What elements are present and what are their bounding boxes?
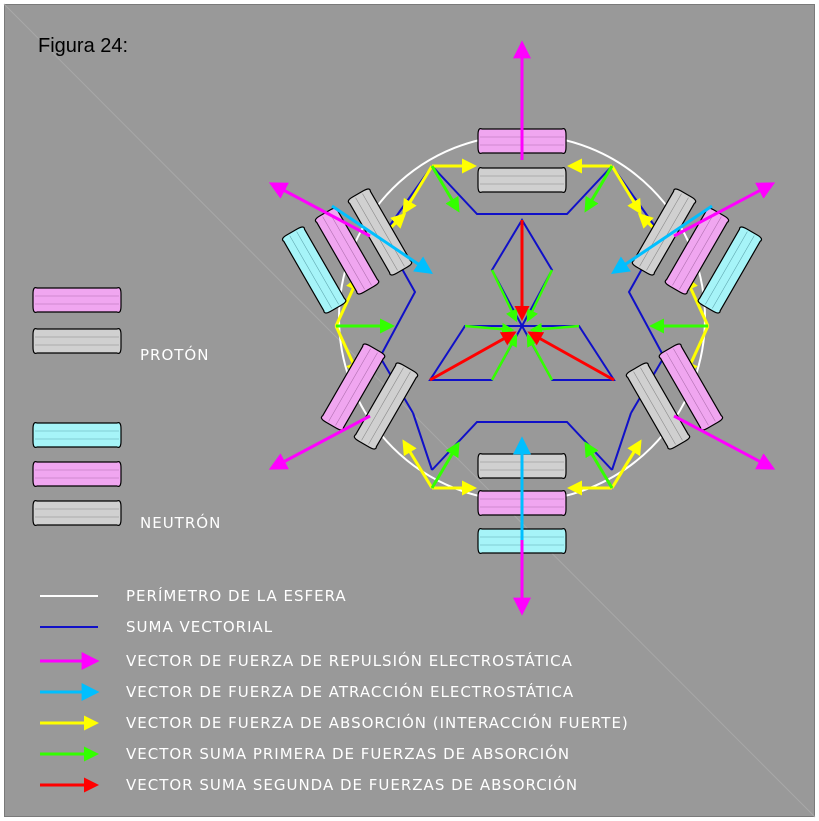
green-absorption-sum-vectors — [336, 165, 708, 489]
legend-item: VECTOR SUMA PRIMERA DE FUERZAS DE ABSORC… — [126, 744, 570, 763]
legend-item: VECTOR DE FUERZA DE REPULSIÓN ELECTROSTÁ… — [126, 651, 573, 670]
figure-title: Figura 24: — [38, 35, 128, 57]
nucleon-upper-right — [630, 187, 764, 315]
nucleon-upper-left — [280, 187, 414, 315]
central-rhombus-right — [520, 325, 616, 381]
vector-sum-edge — [611, 412, 632, 471]
vector-sum-top — [431, 165, 613, 215]
proton-label: PROTÓN — [140, 345, 209, 364]
red-vector — [527, 331, 615, 382]
green-vector — [490, 269, 518, 323]
red-vector — [429, 331, 517, 382]
legend-item: VECTOR DE FUERZA DE ATRACCIÓN ELECTROSTÁ… — [126, 682, 574, 701]
attraction-vectors — [331, 204, 713, 540]
legend-item: VECTOR SUMA SEGUNDA DE FUERZAS DE ABSORC… — [126, 775, 578, 794]
neutron-reference — [32, 422, 122, 527]
green-vector — [529, 322, 580, 336]
repulsion-vectors — [268, 40, 776, 616]
proton-reference — [32, 287, 122, 354]
legend: PERÍMETRO DE LA ESFERA SUMA VECTORIAL VE… — [40, 586, 629, 794]
green-vector — [464, 322, 515, 336]
neutron-label: NEUTRÓN — [140, 513, 221, 532]
vector-sum-edge — [412, 412, 433, 471]
legend-item: SUMA VECTORIAL — [126, 618, 273, 636]
background-diagonal — [3, 3, 816, 818]
green-vector — [526, 269, 554, 323]
legend-item: VECTOR DE FUERZA DE ABSORCIÓN (INTERACCI… — [126, 713, 629, 732]
legend-item: PERÍMETRO DE LA ESFERA — [126, 586, 347, 605]
